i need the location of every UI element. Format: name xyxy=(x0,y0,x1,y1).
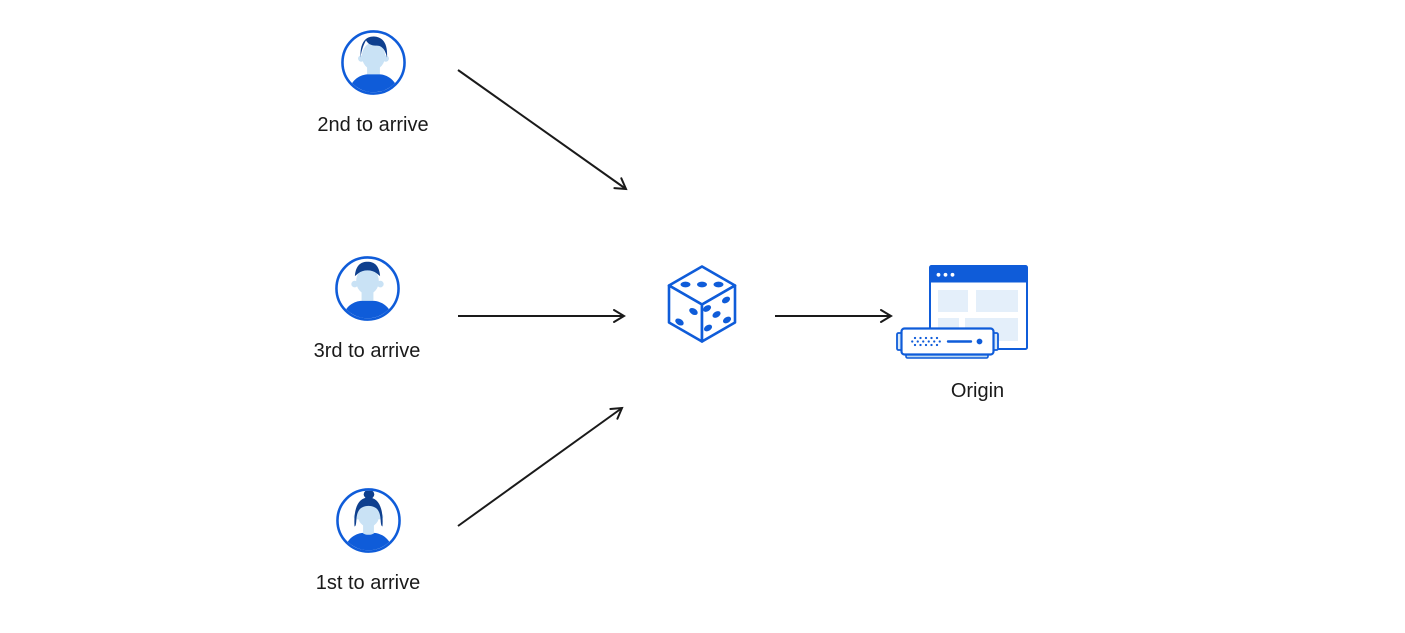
avatar xyxy=(334,255,401,322)
randomizer-node xyxy=(666,264,738,344)
dice-icon xyxy=(667,265,737,343)
origin-node: Origin xyxy=(890,264,1065,402)
client-label: 1st to arrive xyxy=(315,572,421,594)
client-node-3rd-to-arrive: 3rd to arrive xyxy=(297,255,437,362)
arrow-client-top-to-dice xyxy=(457,69,628,191)
server-icon xyxy=(896,327,999,359)
man-flat-hair-avatar-icon xyxy=(334,256,400,321)
client-node-1st-to-arrive: 1st to arrive xyxy=(298,487,438,594)
client-label: 3rd to arrive xyxy=(313,340,421,362)
client-label: 2nd to arrive xyxy=(317,114,429,136)
man-swoop-hair-avatar-icon xyxy=(340,30,406,95)
avatar xyxy=(340,29,407,96)
client-node-2nd-to-arrive: 2nd to arrive xyxy=(303,29,443,136)
arrow-client-bottom-to-dice xyxy=(457,406,624,527)
avatar xyxy=(335,487,402,554)
woman-bun-hair-avatar-icon xyxy=(335,488,401,553)
origin-server-icon xyxy=(890,264,1065,364)
origin-label: Origin xyxy=(950,380,1005,402)
